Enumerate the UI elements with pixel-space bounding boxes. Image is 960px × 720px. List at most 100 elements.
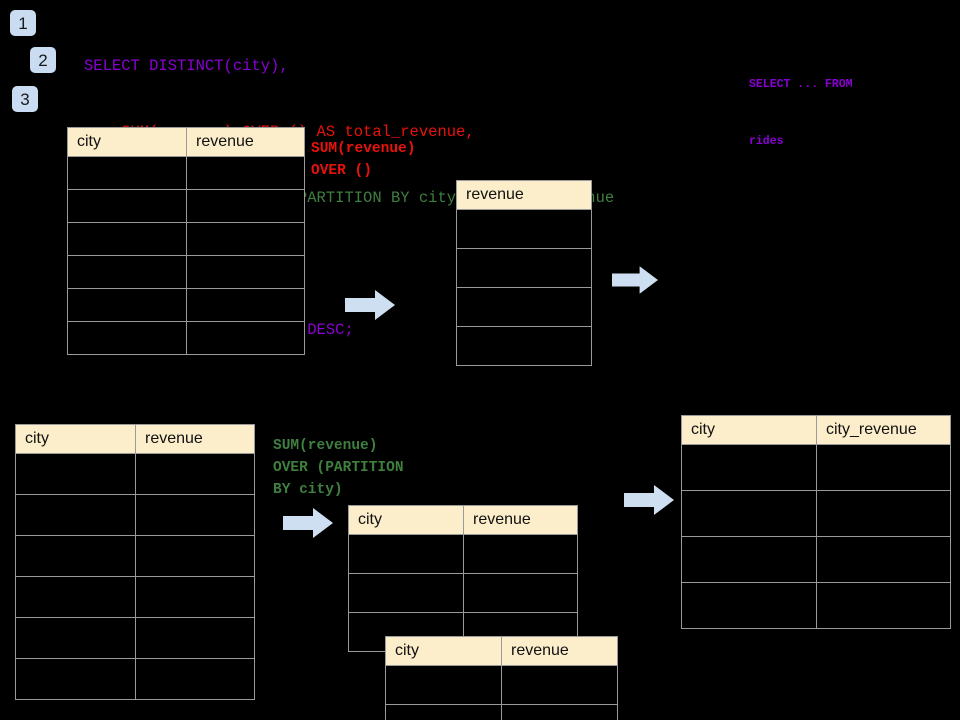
caption-sum-over-empty: SUM(revenue) OVER () [311,141,416,179]
cell-city-revenue [816,490,951,537]
cell-city [681,582,817,629]
cell-revenue [135,535,255,577]
column-header-revenue: revenue [456,180,592,210]
cell-revenue [186,156,305,190]
table-row [681,490,951,537]
cell-city [67,255,187,289]
cell-revenue [456,326,592,366]
flow-arrow-1 [345,290,395,320]
cell-city [15,617,136,659]
cell-city [385,665,502,705]
cell-city [15,494,136,536]
column-header-city: city [348,505,464,535]
column-header-revenue: revenue [186,127,305,157]
table-row [15,494,255,536]
cell-revenue [501,665,618,705]
cell-city-revenue [816,582,951,629]
cell-revenue [186,288,305,322]
cell-revenue [186,255,305,289]
column-header-city: city [67,127,187,157]
side-note-line-2: rides [749,135,784,148]
cell-revenue [463,573,578,613]
table-row [67,222,305,256]
cell-city [67,222,187,256]
table-row [348,573,578,613]
cell-city-revenue [816,536,951,583]
table-header-row: city revenue [15,424,255,454]
column-header-revenue: revenue [135,424,255,454]
table-row [681,536,951,583]
table-row [456,248,592,288]
table-header-row: city revenue [67,127,305,157]
cell-revenue [456,248,592,288]
sql-line-select: SELECT DISTINCT(city), [84,57,289,75]
table-row [67,189,305,223]
table-body [15,453,255,700]
table-body [681,444,951,629]
cell-revenue [456,209,592,249]
cell-city [15,658,136,700]
cell-revenue [501,704,618,720]
cell-city [15,535,136,577]
flow-arrow-3 [283,508,333,538]
table-row [67,321,305,355]
source-rides-table: city revenue [67,127,305,355]
cell-city [348,573,464,613]
table-row [67,255,305,289]
cell-city [15,453,136,495]
table-body [456,209,592,366]
cell-revenue [456,287,592,327]
table-body [385,665,618,720]
table-row [67,156,305,190]
step-badge-1: 1 [10,10,36,36]
table-row [67,288,305,322]
step-badge-3: 3 [12,86,38,112]
cell-city [681,444,817,491]
table-row [681,582,951,629]
cell-city [681,490,817,537]
column-header-city: city [681,415,817,445]
cell-revenue [135,658,255,700]
cell-revenue [186,189,305,223]
flow-arrow-4 [624,485,674,515]
flow-arrow-2 [612,266,658,294]
table-row [15,576,255,618]
table-row [456,287,592,327]
table-body [348,534,578,652]
table-row [15,453,255,495]
cell-city [67,321,187,355]
table-row [456,326,592,366]
table-header-row: city city_revenue [681,415,951,445]
table-row [15,617,255,659]
result-city-revenue-table: city city_revenue [681,415,951,629]
column-header-city-revenue: city_revenue [816,415,951,445]
partition-group-table-a: city revenue [348,505,578,652]
source-rides-table-2: city revenue [15,424,255,700]
cell-city [15,576,136,618]
cell-city-revenue [816,444,951,491]
table-row [15,535,255,577]
total-revenue-table: revenue [456,180,592,366]
cell-revenue [135,576,255,618]
column-header-city: city [385,636,502,666]
caption-sum-over-partition: SUM(revenue) OVER (PARTITION BY city) [273,438,404,498]
column-header-revenue: revenue [501,636,618,666]
table-row [348,534,578,574]
cell-city [67,156,187,190]
table-row [456,209,592,249]
cell-city [385,704,502,720]
step-badge-2: 2 [30,47,56,73]
cell-city [348,534,464,574]
table-row [385,665,618,705]
cell-revenue [463,534,578,574]
cell-revenue [135,617,255,659]
table-header-row: city revenue [348,505,578,535]
cell-city [67,288,187,322]
table-header-row: city revenue [385,636,618,666]
cell-revenue [186,222,305,256]
table-row [385,704,618,720]
partition-group-table-b: city revenue [385,636,618,720]
cell-revenue [135,494,255,536]
column-header-city: city [15,424,136,454]
